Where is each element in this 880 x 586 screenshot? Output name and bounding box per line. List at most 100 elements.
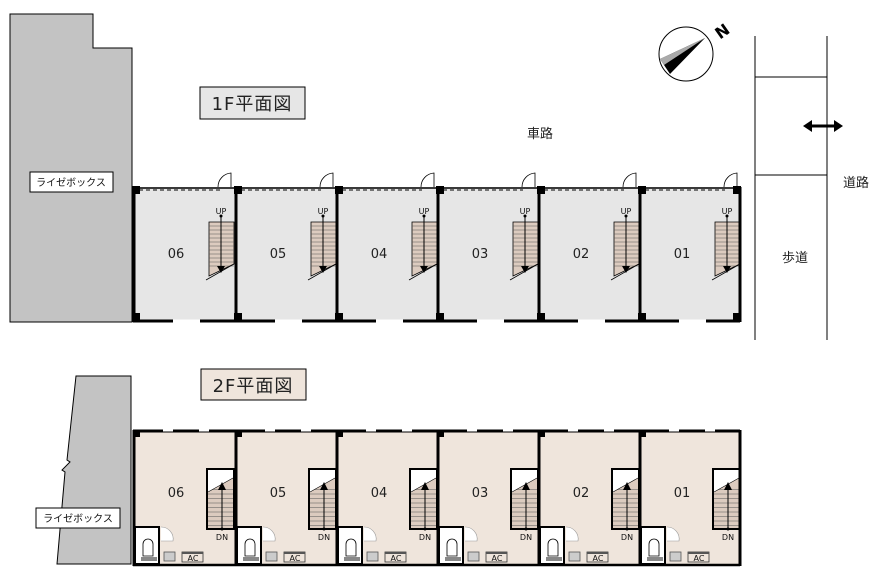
door-swing-icon (565, 526, 579, 542)
stair-label: DN (520, 533, 532, 542)
ac-unit-top (385, 552, 406, 554)
ac-unit-top (486, 552, 507, 554)
column (638, 186, 646, 194)
column (335, 186, 343, 194)
window (163, 429, 173, 432)
stair-cut-line (408, 263, 438, 281)
column (335, 313, 343, 321)
column (638, 313, 646, 321)
stair-label: UP (520, 207, 531, 216)
toilet-tank (546, 557, 562, 561)
neighbor-label-2f: ライゼボックス (43, 513, 113, 525)
column (132, 186, 140, 194)
stair-label: DN (318, 533, 330, 542)
stair-dot (219, 214, 223, 218)
column (234, 186, 242, 194)
arrow-down-icon (521, 266, 529, 273)
window (467, 429, 477, 432)
window (568, 429, 578, 432)
stair-label: UP (722, 207, 733, 216)
neighbor-building-2f (56, 375, 132, 565)
door-swing-icon (420, 172, 435, 188)
window (366, 429, 376, 432)
stair-void (208, 470, 233, 492)
door-swing-icon (160, 526, 174, 542)
stair-cut-line (307, 263, 337, 281)
toilet-tank (141, 557, 157, 561)
arrow-down-icon (622, 266, 630, 273)
arrow-up-icon (320, 482, 328, 490)
toilet-icon (345, 538, 357, 557)
stair-label: DN (621, 533, 633, 542)
column (538, 430, 545, 437)
stair-dot (725, 214, 729, 218)
stair-void (310, 470, 335, 492)
window (503, 429, 513, 432)
window (376, 319, 403, 323)
toilet-icon (244, 538, 256, 557)
stair-dot (726, 527, 730, 531)
ac-label: AC (188, 554, 199, 563)
ac-unit-top (587, 552, 608, 554)
column (133, 430, 140, 437)
arrow-down-icon (420, 266, 428, 273)
sink-icon (163, 551, 176, 562)
window (477, 319, 504, 323)
door-swing-icon (723, 172, 738, 188)
window (173, 319, 200, 323)
arrow-up-icon (218, 482, 226, 490)
floor-title-1f: 1F平面図 (212, 94, 293, 115)
ac-unit-top (688, 552, 709, 554)
column (733, 186, 741, 194)
stair-dot (524, 527, 528, 531)
toilet-tank (344, 557, 360, 561)
title-box-2f (200, 368, 307, 401)
window (578, 319, 605, 323)
neighbor-label-1f: ライゼボックス (36, 177, 106, 189)
unit-2f-02: DN AC 02 (537, 429, 640, 567)
unit-number: 04 (371, 247, 388, 262)
column (234, 313, 242, 321)
door-swing-icon (464, 526, 478, 542)
door-swing-icon (319, 172, 334, 188)
stair-void (613, 470, 638, 492)
ac-label: AC (694, 554, 705, 563)
window (275, 319, 302, 323)
ac-unit-top (284, 552, 305, 554)
ac-label: AC (593, 554, 604, 563)
arrow-down-icon (319, 266, 327, 273)
unit-number: 06 (168, 247, 185, 262)
toilet-icon (547, 538, 559, 557)
column (235, 430, 242, 437)
driveway-label: 車路 (527, 126, 553, 142)
unit-number: 04 (371, 486, 388, 501)
column (132, 313, 140, 321)
ac-label: AC (492, 554, 503, 563)
unit-number: 03 (472, 486, 489, 501)
window (669, 429, 679, 432)
neighbor-building-1f (9, 13, 133, 323)
arrow-down-icon (723, 266, 731, 273)
stair-dot (321, 214, 325, 218)
toilet-icon (648, 538, 660, 557)
unit-number: 01 (674, 486, 691, 501)
arrow-down-icon (217, 266, 225, 273)
stair-cut-line (205, 263, 235, 281)
stair-label: UP (318, 207, 329, 216)
compass-icon: N (658, 20, 733, 82)
column (537, 186, 545, 194)
stair-dot (625, 527, 629, 531)
sink-icon (568, 551, 581, 562)
stair-cut-line (509, 263, 539, 281)
unit-2f-03: DN AC 03 (436, 429, 539, 567)
window (402, 429, 412, 432)
stair-dot (624, 214, 628, 218)
sink-icon (265, 551, 278, 562)
stair-void (512, 470, 537, 492)
unit-number: 02 (573, 486, 590, 501)
stair-dot (423, 527, 427, 531)
